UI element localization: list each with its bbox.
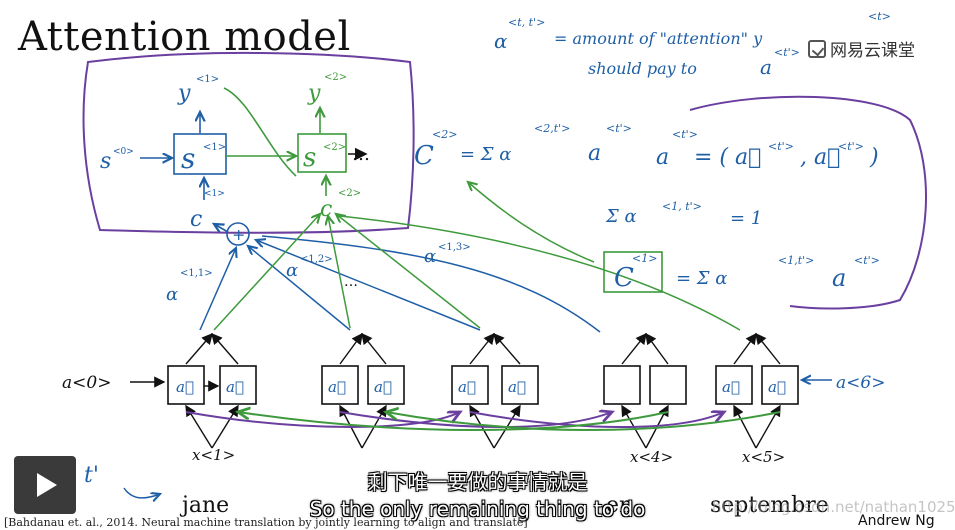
svg-text:<0>: <0> [113, 147, 134, 157]
svg-text:<1, t'>: <1, t'> [662, 200, 702, 213]
svg-text:<2,t'>: <2,t'> [534, 122, 570, 135]
svg-text:<2>: <2> [432, 128, 457, 141]
attention-lines-step-2 [213, 182, 741, 331]
svg-text:a: a [656, 145, 669, 170]
svg-text:C: C [414, 141, 434, 171]
svg-text:<1,t'>: <1,t'> [778, 254, 814, 267]
svg-text:<2>: <2> [323, 142, 346, 153]
svg-text:<1>: <1> [196, 74, 219, 85]
svg-text:<1>: <1> [632, 252, 657, 265]
t-prime-arrow [123, 487, 160, 498]
word-5: septembre [710, 493, 829, 518]
svg-text:a: a [760, 55, 772, 79]
input-words: jane en septembre [179, 493, 829, 518]
decoder-step-2: s <2> y <2> c <2> … [223, 72, 370, 222]
equation-annotations [603, 251, 663, 293]
svg-text:α: α [166, 284, 178, 305]
slide-title: Attention model [18, 14, 351, 60]
encoder-cell-labels: a⃗ a⃖ a⃗ a⃖ a⃗ a⃖ a⃗ a⃖ [176, 378, 786, 396]
svg-text:<t>: <t> [868, 10, 891, 23]
svg-text:<t, t'>: <t, t'> [508, 16, 545, 29]
svg-text:a⃗: a⃗ [328, 378, 346, 396]
t-prime-label: t' [84, 463, 99, 488]
svg-text:C: C [614, 263, 634, 293]
svg-text:<t'>: <t'> [768, 140, 794, 153]
play-icon [37, 473, 57, 497]
svg-text:): ) [869, 145, 879, 170]
svg-text:a⃖: a⃖ [508, 378, 526, 396]
subtitle-chinese: 剩下唯一要做的事情就是 [367, 470, 588, 494]
svg-text:c: c [320, 197, 332, 222]
purple-bracket [689, 95, 928, 310]
svg-text:<2>: <2> [338, 188, 361, 199]
encoder-final-label: a<6> [836, 373, 885, 393]
svg-text:= ( a⃗: = ( a⃗ [694, 145, 761, 170]
svg-text:α: α [424, 246, 436, 267]
svg-text:s: s [100, 149, 111, 174]
brand-logo: 网易云课堂 [808, 36, 915, 61]
svg-text:= Σ α: = Σ α [676, 268, 727, 289]
svg-text:, a⃖: , a⃖ [800, 145, 840, 170]
svg-text:<2>: <2> [324, 72, 347, 83]
x-label-1: x<1> [192, 446, 235, 464]
svg-text:α: α [286, 260, 298, 281]
svg-text:<t'>: <t'> [774, 46, 800, 59]
watermark: http://blog.csdn.net/nathan1025 [712, 498, 955, 516]
svg-text:a⃖: a⃖ [374, 378, 392, 396]
decoder-step-1: s <1> s <0> y <1> c <1> + [100, 74, 250, 246]
attention-equations: α <t, t'> = amount of "attention" y <t> … [414, 10, 891, 293]
svg-text:<t'>: <t'> [838, 140, 864, 153]
svg-text:<1>: <1> [204, 189, 225, 199]
svg-text:α: α [494, 29, 508, 53]
svg-text:a⃖: a⃖ [226, 378, 244, 396]
svg-text:<t'>: <t'> [606, 122, 632, 135]
svg-text:Σ α: Σ α [605, 206, 637, 227]
brand-text: 网易云课堂 [830, 41, 915, 61]
subtitle-english: So the only remaining thing to do [309, 497, 646, 521]
svg-text:should pay to: should pay to [588, 59, 697, 78]
svg-text:y: y [307, 81, 321, 106]
svg-text:+: + [232, 225, 245, 244]
svg-text:= amount of "attention" y: = amount of "attention" y [554, 29, 763, 48]
svg-text:= 1: = 1 [730, 208, 762, 229]
brand-check-icon [808, 39, 826, 58]
play-button[interactable] [14, 456, 76, 514]
word-4: en [606, 493, 633, 518]
svg-text:a⃗: a⃗ [458, 378, 476, 396]
input-token-labels: x<1> x<4> x<5> [192, 446, 785, 466]
svg-text:s: s [181, 142, 195, 175]
svg-text:a⃗: a⃗ [176, 378, 194, 396]
svg-text:c: c [190, 207, 202, 232]
encoder-recurrent-arcs [185, 412, 781, 431]
attention-lines-step-1: α <1,1> α <1,2> α <1,3> … [166, 235, 601, 333]
svg-text:a: a [832, 264, 846, 292]
author-name: Andrew Ng [858, 513, 935, 529]
x-label-4: x<4> [630, 448, 673, 466]
word-1: jane [179, 493, 229, 518]
svg-text:<1,1>: <1,1> [180, 268, 213, 279]
svg-text:<t'>: <t'> [854, 254, 880, 267]
svg-text:a⃗: a⃗ [722, 378, 740, 396]
svg-text:…: … [344, 274, 358, 290]
svg-text:<1,3>: <1,3> [438, 242, 471, 253]
encoder-init-label: a<0> [62, 373, 111, 393]
citation: [Bahdanau et. al., 2014. Neural machine … [4, 516, 528, 529]
encoder-rnn [167, 365, 799, 405]
svg-text:<1>: <1> [203, 142, 226, 153]
svg-text:<1,2>: <1,2> [300, 254, 333, 265]
decoder-boundary [82, 51, 415, 234]
svg-text:y: y [177, 81, 191, 106]
svg-text:= Σ α: = Σ α [460, 144, 511, 165]
svg-text:s: s [303, 143, 316, 173]
svg-text:<t'>: <t'> [672, 128, 698, 141]
svg-text:a⃖: a⃖ [768, 378, 786, 396]
x-label-5: x<5> [742, 448, 785, 466]
svg-text:a: a [588, 141, 601, 166]
